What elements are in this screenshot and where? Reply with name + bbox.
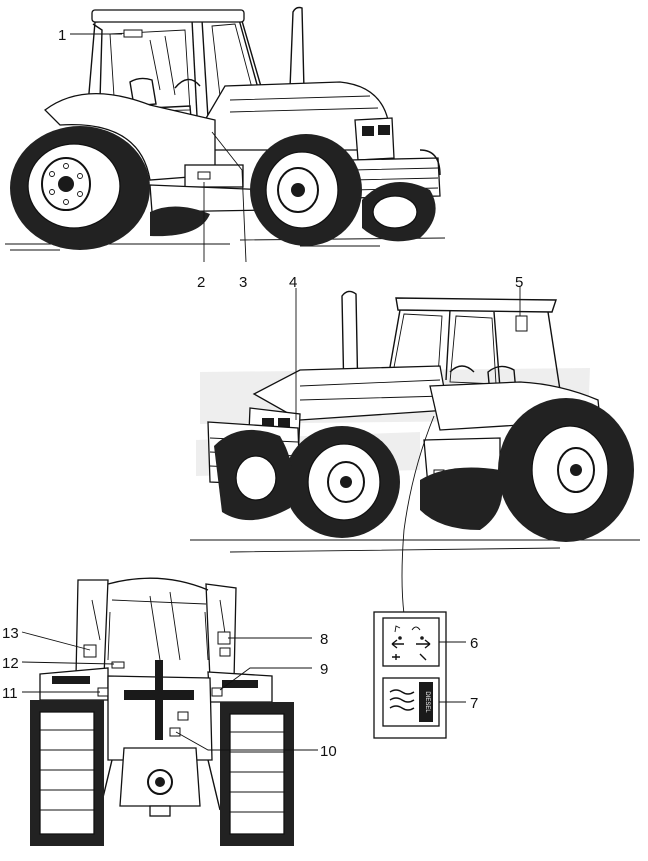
callout-4: 4	[289, 274, 297, 291]
heat-warning-icon	[389, 689, 415, 711]
decal-5-location	[515, 315, 528, 332]
tractor-rear-view	[21, 577, 318, 846]
decal-6	[382, 617, 440, 667]
callout-10: 10	[320, 743, 337, 760]
tractor-front-quarter-view	[190, 286, 640, 615]
decal-12-location	[111, 661, 125, 669]
callout-labels: 1 2 3 4 5 6 7 8 9 10 11 12 13	[2, 27, 523, 760]
callout-7: 7	[470, 695, 478, 712]
decal-10-location	[169, 727, 181, 737]
decal-13-location	[83, 644, 97, 658]
callout-8: 8	[320, 631, 328, 648]
decal-1-location	[123, 29, 143, 38]
lever-direction-symbols-icon	[391, 625, 431, 661]
decal-9-location	[211, 687, 223, 697]
callout-13: 13	[2, 625, 19, 642]
callout-12: 12	[2, 655, 19, 672]
decal-detail-panel: DIESEL	[373, 611, 466, 739]
decal-7-side-text: DIESEL	[424, 691, 430, 713]
callout-1: 1	[58, 27, 66, 44]
callout-5: 5	[515, 274, 523, 291]
callout-3: 3	[239, 274, 247, 291]
tractor-side-view	[5, 6, 446, 263]
decal-2-location	[197, 171, 211, 180]
callout-2: 2	[197, 274, 205, 291]
callout-11: 11	[2, 685, 18, 702]
callout-9: 9	[320, 661, 328, 678]
callout-6: 6	[470, 635, 478, 652]
